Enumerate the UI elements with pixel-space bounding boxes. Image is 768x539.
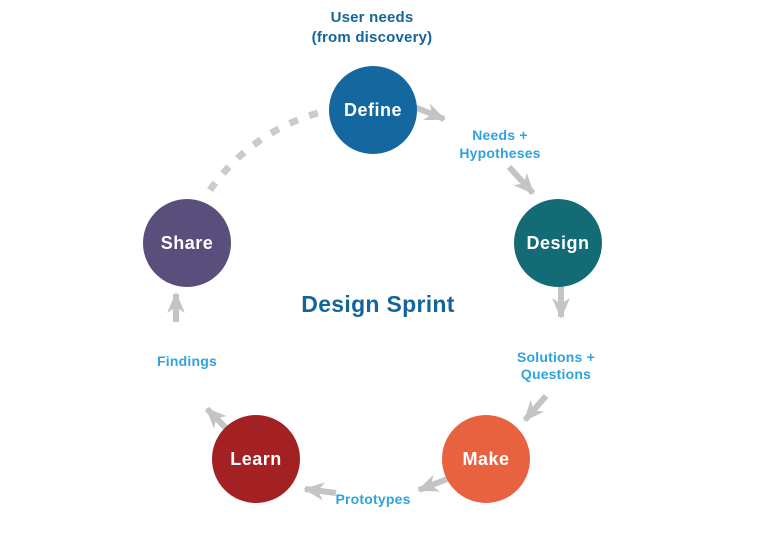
arrow-define-to-design-out xyxy=(410,103,446,122)
findings-label: Findings xyxy=(157,353,217,369)
diagram-title: Design Sprint xyxy=(301,291,454,317)
solutions-questions-label-line1: Solutions + xyxy=(517,349,595,365)
top-label-line2: (from discovery) xyxy=(312,29,433,46)
node-define-label: Define xyxy=(344,100,402,120)
node-make-label: Make xyxy=(462,449,509,469)
node-design xyxy=(514,199,602,287)
top-label-line1: User needs xyxy=(331,9,414,26)
node-define xyxy=(329,66,417,154)
node-share-label: Share xyxy=(161,233,214,253)
node-design-label: Design xyxy=(526,233,589,253)
node-share xyxy=(143,199,231,287)
node-learn-label: Learn xyxy=(230,449,282,469)
needs-hypotheses-label-line1: Needs + xyxy=(472,127,528,143)
arrow-define-to-design-in xyxy=(506,164,536,196)
needs-hypotheses-label-line2: Hypotheses xyxy=(459,145,540,161)
arrow-make-to-learn-out xyxy=(417,474,452,493)
node-learn xyxy=(212,415,300,503)
solutions-questions-label-line2: Questions xyxy=(521,366,591,382)
arrow-make-to-learn-in xyxy=(303,482,337,501)
arrow-design-to-make-in xyxy=(522,394,549,422)
share-to-define-dashed-arc xyxy=(207,109,319,193)
prototypes-label: Prototypes xyxy=(335,491,410,507)
node-make xyxy=(442,415,530,503)
